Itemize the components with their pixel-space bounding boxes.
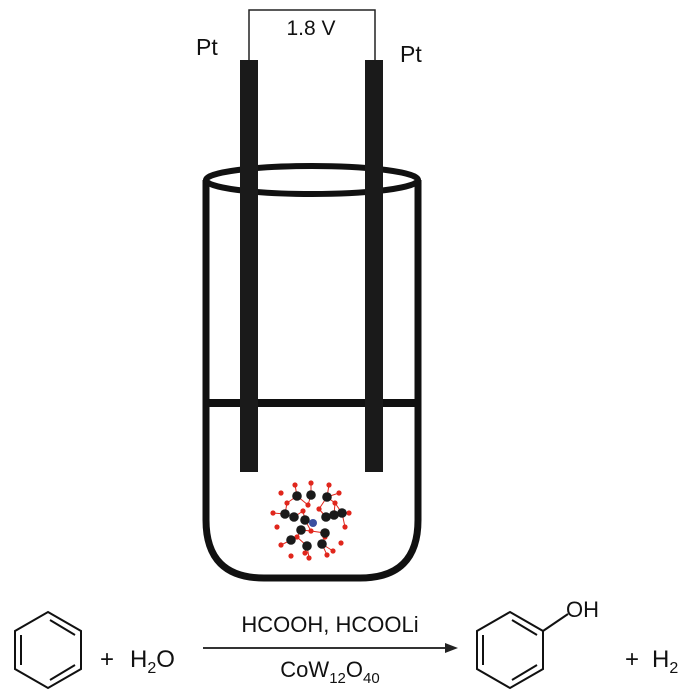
arrow-head [445, 643, 458, 653]
benzene-structure [14, 610, 82, 690]
oxygen-atom [316, 506, 322, 512]
test-tube-body [202, 180, 422, 582]
oxygen-atom [306, 555, 312, 561]
oxygen-atom [336, 490, 342, 496]
test-tube-rim [203, 163, 421, 197]
oxygen-atom [324, 552, 330, 558]
tungsten-atom [300, 515, 310, 525]
tungsten-atom [321, 512, 331, 522]
hydrogen-formula: H2 [652, 646, 678, 677]
voltage-label: 1.8 V [286, 17, 335, 40]
oxygen-atom [330, 548, 336, 554]
polyoxometalate-cluster-icon [270, 480, 352, 561]
cobalt-atom [309, 519, 317, 527]
oxygen-atom [302, 550, 308, 556]
tungsten-atom [286, 535, 296, 545]
oxygen-atom [270, 510, 276, 516]
oxygen-atom [294, 534, 300, 540]
tungsten-atom [317, 539, 327, 549]
oxygen-atom [288, 553, 294, 559]
left-electrode-label: Pt [196, 34, 218, 60]
oxygen-atom [300, 508, 306, 514]
right-pt-electrode [365, 60, 383, 472]
oxygen-atom [326, 482, 332, 488]
tungsten-atom [306, 490, 316, 500]
oxygen-atom [278, 542, 284, 548]
tungsten-atom [302, 541, 312, 551]
tungsten-atom [329, 510, 339, 520]
oxygen-atom [346, 510, 352, 516]
tungsten-atom [280, 509, 290, 519]
oxygen-atom [284, 500, 290, 506]
plus-sign-1: + [100, 646, 114, 673]
oxygen-atom [338, 540, 344, 546]
circuit-wire [248, 9, 376, 62]
reagents-label: HCOOH, HCOOLi [241, 612, 418, 637]
oxygen-atom [308, 528, 314, 534]
oxygen-atom [292, 482, 298, 488]
plus-sign-2: + [625, 646, 639, 673]
oxygen-atom [278, 490, 284, 496]
left-pt-electrode [240, 60, 258, 472]
oxygen-atom [274, 524, 280, 530]
tungsten-atom [289, 512, 299, 522]
oxygen-atom [305, 502, 311, 508]
oxygen-atom [342, 524, 348, 530]
oxygen-atom [332, 500, 338, 506]
tungsten-atom [292, 491, 302, 501]
tungsten-atom [337, 508, 347, 518]
tungsten-atom [296, 525, 306, 535]
right-electrode-label: Pt [400, 41, 422, 67]
tungsten-atom [322, 492, 332, 502]
catalyst-formula: CoW12O40 [280, 657, 379, 687]
water-formula: H2O [130, 646, 175, 677]
oxygen-atom [308, 480, 314, 486]
phenol-structure [476, 610, 569, 690]
tungsten-atom [320, 528, 330, 538]
hydroxyl-label: OH [566, 597, 599, 622]
